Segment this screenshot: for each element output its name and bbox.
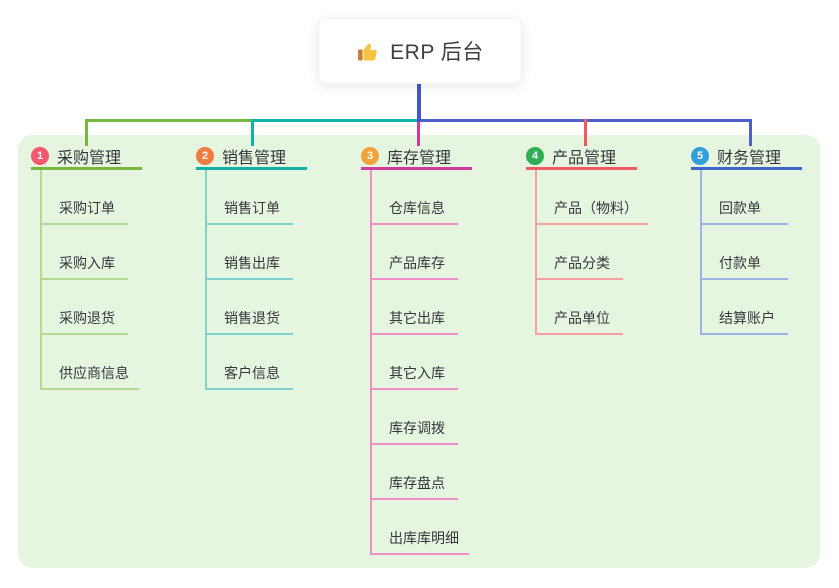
branch-number-badge: 5 [691,146,709,165]
branch-purchase-children: 采购订单采购入库采购退货供应商信息 [40,170,139,390]
branch2-connector-line [251,119,418,122]
branch-inventory-children: 仓库信息产品库存其它出库其它入库库存调拨库存盘点出库库明细 [370,170,469,555]
child-node-label: 产品库存 [389,255,445,271]
child-node[interactable]: 产品分类 [535,225,623,280]
branch-finance-children: 回款单付款单结算账户 [700,170,788,335]
branch-label: 库存管理 [387,149,452,167]
branch4-drop-line [584,119,587,146]
child-node[interactable]: 销售订单 [205,170,293,225]
child-node-label: 其它出库 [389,310,445,326]
child-node-label: 采购入库 [59,255,115,271]
branch-finance: 5 财务管理 回款单付款单结算账户 [691,146,802,335]
branch-number-badge: 1 [31,146,49,165]
child-node[interactable]: 回款单 [700,170,788,225]
branch-number-badge: 3 [361,146,379,165]
branch1-drop-line [85,119,88,146]
branch-purchase-node[interactable]: 1 采购管理 [31,146,142,170]
child-node[interactable]: 库存盘点 [370,445,458,500]
child-node-label: 销售订单 [224,200,280,216]
branch-label: 产品管理 [552,149,617,167]
child-node[interactable]: 产品库存 [370,225,458,280]
branch-number-badge: 2 [196,146,214,165]
branch-sales: 2 销售管理 销售订单销售出库销售退货客户信息 [196,146,307,390]
branch-sales-node[interactable]: 2 销售管理 [196,146,307,170]
child-node[interactable]: 库存调拨 [370,390,458,445]
child-node[interactable]: 出库库明细 [370,500,469,555]
child-node[interactable]: 采购入库 [40,225,128,280]
branch-finance-node[interactable]: 5 财务管理 [691,146,802,170]
branch-label: 财务管理 [717,149,782,167]
branch2-drop-line [251,119,254,146]
branch-product: 4 产品管理 产品（物料） 产品分类产品单位 [526,146,648,335]
branch-inventory: 3 库存管理 仓库信息产品库存其它出库其它入库库存调拨库存盘点出库库明细 [361,146,472,555]
child-node-label: 结算账户 [719,310,775,326]
child-node[interactable]: 产品单位 [535,280,623,335]
child-node-label: 产品分类 [554,255,610,271]
branch-number-badge: 4 [526,146,544,165]
child-node[interactable]: 仓库信息 [370,170,458,225]
branch-purchase: 1 采购管理 采购订单采购入库采购退货供应商信息 [31,146,142,390]
child-node-label: 产品单位 [554,310,610,326]
root-connector-line [417,84,421,122]
branch-product-node[interactable]: 4 产品管理 [526,146,637,170]
child-node-label: 回款单 [719,200,761,216]
root-node[interactable]: ERP 后台 [318,18,522,84]
branch-sales-children: 销售订单销售出库销售退货客户信息 [205,170,293,390]
child-node-label: 出库库明细 [389,530,459,546]
child-node[interactable]: 结算账户 [700,280,788,335]
child-node[interactable]: 其它入库 [370,335,458,390]
branch-label: 销售管理 [222,149,287,167]
child-node-label: 销售退货 [224,310,280,326]
child-node-label: 销售出库 [224,255,280,271]
root-node-title: ERP 后台 [390,41,484,64]
child-node-label: 库存盘点 [389,475,445,491]
child-node-label: 供应商信息 [59,365,129,381]
branch1-connector-line [85,119,252,122]
child-node[interactable]: 销售出库 [205,225,293,280]
child-node[interactable]: 客户信息 [205,335,293,390]
child-node-label: 付款单 [719,255,761,271]
child-node-label: 采购订单 [59,200,115,216]
child-node[interactable]: 供应商信息 [40,335,139,390]
child-node-label: 仓库信息 [389,200,445,216]
child-node[interactable]: 付款单 [700,225,788,280]
child-node-label: 采购退货 [59,310,115,326]
child-node-label: 其它入库 [389,365,445,381]
branch3-drop-line [417,119,420,146]
branch-label: 采购管理 [57,149,122,167]
child-node-label: 产品（物料） [554,200,638,216]
branch5-drop-line [749,119,752,146]
child-node[interactable]: 产品（物料） [535,170,648,225]
child-node[interactable]: 采购订单 [40,170,128,225]
branch-product-children: 产品（物料） 产品分类产品单位 [535,170,648,335]
child-node[interactable]: 销售退货 [205,280,293,335]
mindmap-background-panel [18,135,820,568]
child-node[interactable]: 其它出库 [370,280,458,335]
child-node-label: 库存调拨 [389,420,445,436]
child-node[interactable]: 采购退货 [40,280,128,335]
branch-inventory-node[interactable]: 3 库存管理 [361,146,472,170]
child-node-label: 客户信息 [224,365,280,381]
thumbs-up-icon [358,43,377,61]
